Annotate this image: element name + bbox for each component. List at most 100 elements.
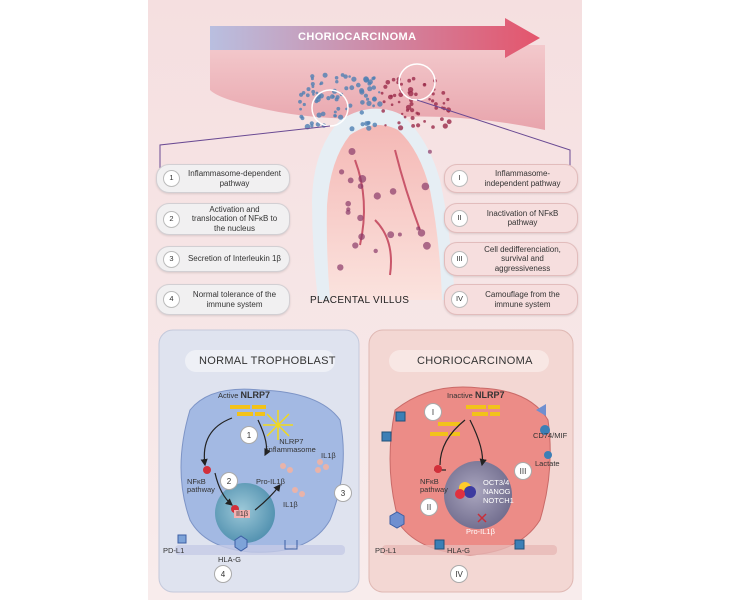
tissue-cell	[441, 91, 446, 95]
right-step-4: IV Camouflage from the immune system	[444, 284, 578, 315]
tissue-cells	[298, 72, 452, 271]
left-step-num: 4	[163, 291, 180, 308]
inflammasome-title: NLRP7	[279, 437, 304, 446]
tissue-cell	[422, 83, 427, 87]
tissue-cell	[431, 92, 435, 96]
normal-active-label: Active NLRP7	[218, 390, 270, 401]
tissue-cell	[318, 93, 324, 99]
tissue-cell	[385, 80, 391, 85]
nfkb-word: NFκB	[420, 477, 439, 486]
tissue-cell	[400, 82, 403, 86]
villus-cell	[348, 148, 356, 155]
tissue-cell	[367, 81, 372, 86]
villus-cell	[347, 177, 354, 184]
right-step-num: IV	[451, 291, 468, 308]
villus-cell	[337, 264, 344, 271]
tissue-cell	[335, 95, 340, 100]
tissue-cell	[440, 117, 444, 121]
left-step-text: Activation and translocation of NFκB to …	[191, 205, 278, 233]
tissue-cell	[377, 101, 383, 107]
chromatin-blobs	[455, 482, 476, 499]
chorio-marker-3: III	[514, 462, 532, 480]
tissue-cell	[446, 119, 452, 125]
tissue-cell	[403, 115, 407, 119]
right-step-text: Cell dedifferenciation, survival and agg…	[484, 245, 561, 273]
tissue-cell	[434, 102, 438, 106]
tissue-cell	[359, 110, 364, 115]
cd74-label: CD74/MIF	[533, 431, 568, 440]
tissue-cell	[372, 122, 378, 128]
villus-cell	[421, 182, 430, 191]
tissue-cell	[442, 123, 448, 129]
left-step-1: 1 Inflammasome-dependent pathway	[156, 164, 290, 193]
tissue-cell	[398, 125, 404, 131]
progression-arrow	[210, 18, 540, 58]
chorio-marker-4: IV	[450, 565, 468, 583]
pathway-word: pathway	[187, 485, 215, 495]
tissue-cell	[338, 114, 344, 120]
tissue-cell	[390, 94, 393, 98]
chorio-title-pill	[389, 350, 549, 372]
tissue-cell	[372, 104, 375, 108]
tissue-cell	[431, 99, 435, 103]
tissue-cell	[371, 85, 376, 90]
left-step-text: Secretion of Interleukin 1β	[187, 254, 282, 264]
il1b-particles	[280, 459, 329, 497]
hlag-label-chorio: HLA-G	[447, 546, 470, 555]
chorio-inactive-label: Inactive NLRP7	[447, 390, 504, 401]
tissue-cell	[446, 97, 450, 102]
villus-cell	[346, 207, 351, 212]
tissue-cell	[333, 114, 337, 118]
right-step-1: I Inflammasome-independent pathway	[444, 164, 578, 193]
tissue-cell	[334, 76, 339, 80]
tissue-cell	[320, 111, 326, 117]
tissue-cell	[397, 121, 401, 125]
tissue-cell	[360, 122, 365, 127]
tissue-cell	[363, 76, 369, 82]
tissue-cell	[383, 84, 388, 89]
tissue-cell	[306, 87, 311, 92]
tissue-cell	[311, 89, 316, 94]
tissue-cell	[310, 77, 314, 81]
villus-cell	[389, 188, 397, 195]
left-step-3: 3 Secretion of Interleukin 1β	[156, 246, 290, 272]
tissue-cell	[423, 120, 426, 123]
right-step-num: I	[451, 170, 468, 187]
active-word: Active	[218, 391, 239, 400]
normal-marker-2: 2	[220, 472, 238, 490]
tissue-cell	[322, 72, 328, 78]
nfkb-word: NFκB	[187, 477, 206, 486]
il1b-out-label: IL1β	[321, 451, 336, 460]
tissue-cell	[312, 93, 315, 96]
tissue-cell	[311, 85, 315, 88]
gene-nanog: NANOG	[483, 487, 511, 496]
villus-cell	[339, 169, 345, 175]
nfkb-dot-normal	[203, 466, 211, 474]
tissue-cell	[345, 107, 348, 111]
tissue-cell	[300, 116, 305, 121]
lactate-label: Lactate	[535, 459, 560, 468]
tissue-cell	[299, 107, 302, 111]
tissue-cell	[336, 106, 341, 111]
tissue-cell	[349, 126, 355, 132]
normal-membrane	[175, 545, 345, 555]
maternal-tissue	[210, 45, 545, 130]
villus-cell	[416, 226, 421, 231]
left-step-num: 1	[163, 170, 180, 187]
tissue-cell	[410, 108, 415, 113]
tissue-cell	[340, 73, 345, 77]
villus-cell	[397, 232, 402, 237]
tissue-cell	[380, 91, 384, 95]
left-step-num: 2	[163, 210, 180, 228]
tissue-cell	[344, 86, 349, 91]
tissue-cell	[414, 92, 418, 97]
left-step-num: 3	[163, 250, 180, 268]
chorio-receptors	[381, 404, 552, 550]
tissue-cell	[310, 74, 315, 79]
chorio-title: CHORIOCARCINOMA	[417, 355, 533, 367]
pro-il1b-normal: Pro-IL1β	[256, 477, 285, 486]
right-step-3: III Cell dedifferenciation, survival and…	[444, 242, 578, 276]
tissue-cell	[390, 103, 394, 106]
inflammasome-sub: inflammasome	[267, 445, 316, 455]
